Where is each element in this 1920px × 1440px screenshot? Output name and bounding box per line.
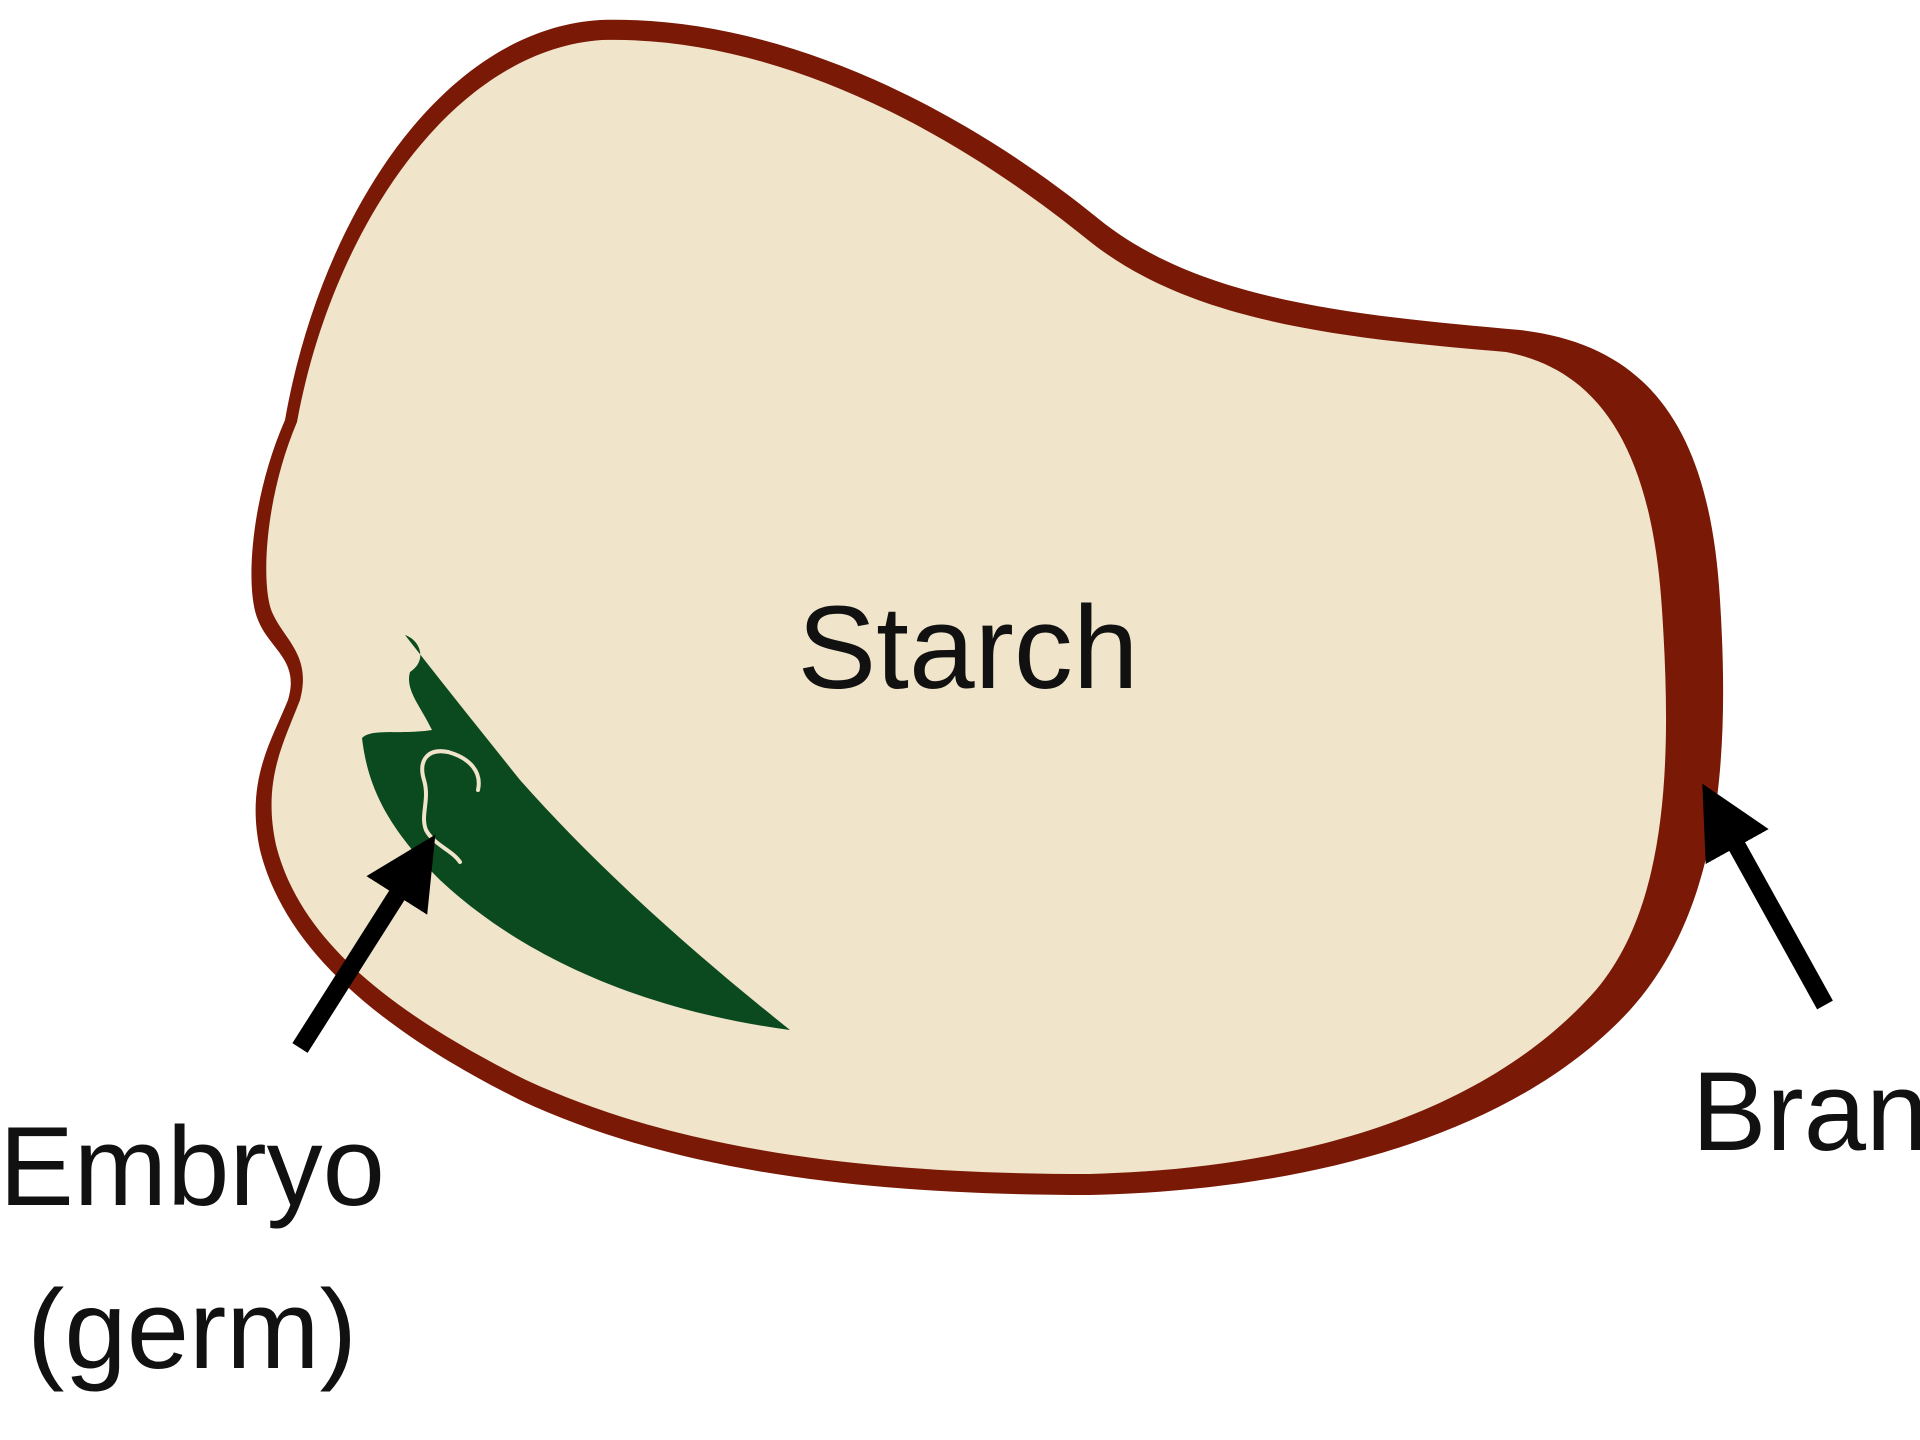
starch-label: Starch <box>797 582 1138 714</box>
embryo-label-line1: Embryo <box>0 1104 385 1229</box>
bran-arrow <box>1718 812 1825 1005</box>
bran-label: Bran <box>1692 1049 1920 1174</box>
embryo-label-line2: (germ) <box>27 1267 357 1392</box>
